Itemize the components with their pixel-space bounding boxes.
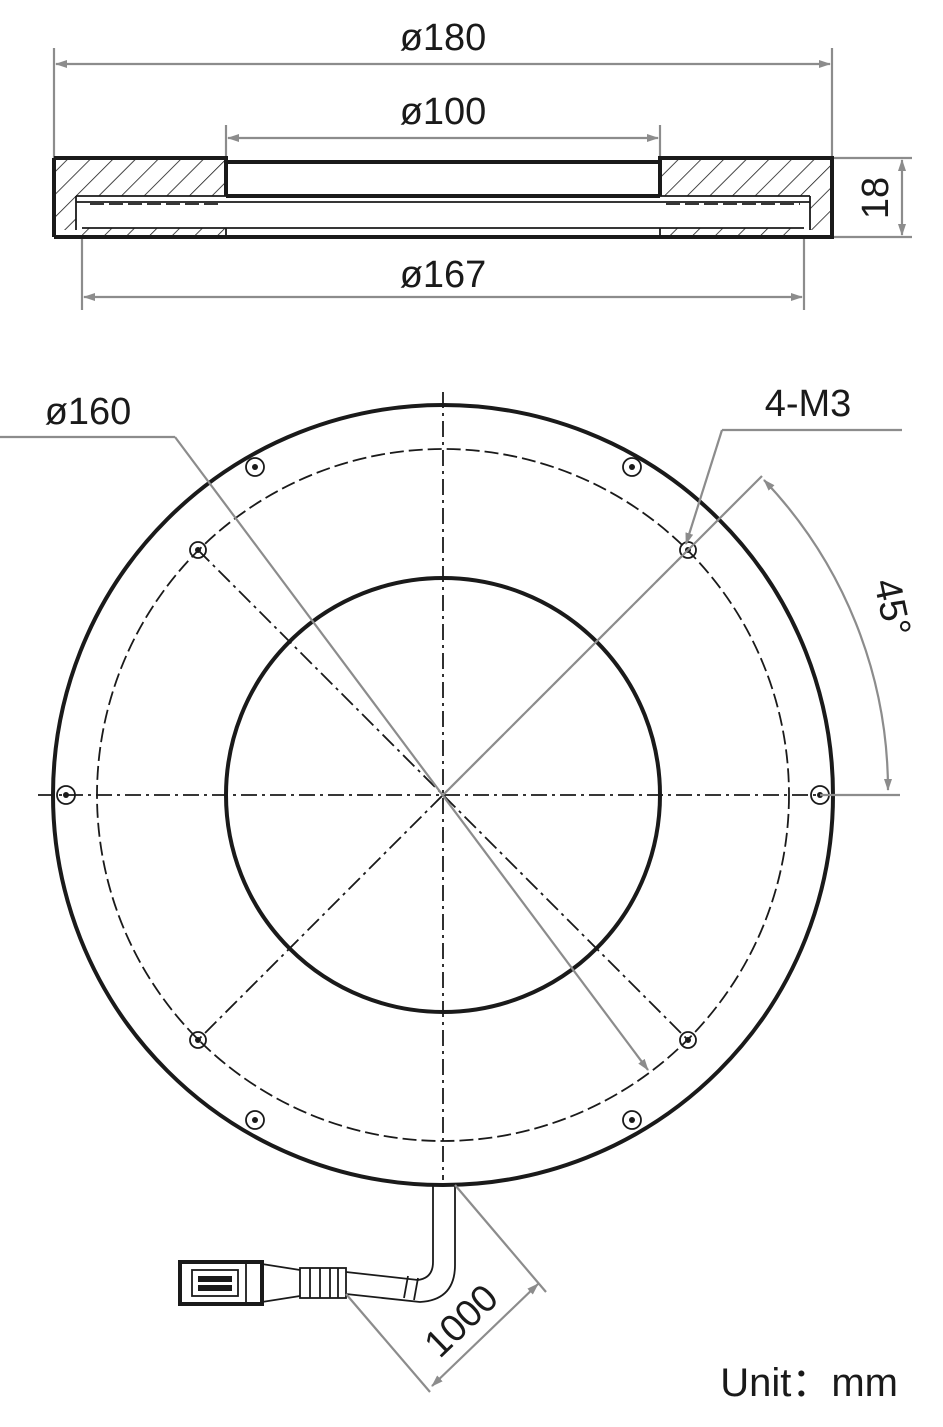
unit-label: Unit：mm [720, 1361, 898, 1405]
dim-line-1000 [431, 1283, 539, 1387]
front-view: ø160 4-M3 45° [0, 383, 918, 1393]
connector-icon [178, 1260, 264, 1306]
screw-icon [189, 1031, 207, 1049]
angle-arc [763, 479, 892, 791]
angle-label: 45° [865, 575, 918, 640]
screw-icon [189, 541, 207, 559]
cable [261, 1185, 456, 1304]
screw-icon [622, 457, 642, 477]
screw-holes [56, 457, 830, 1130]
hole-spec-label: 4-M3 [765, 383, 852, 425]
dim-label-167: ø167 [400, 254, 487, 296]
dim-label-180: ø180 [400, 17, 487, 59]
dim-label-18: 18 [855, 177, 897, 219]
side-view: ø180 ø100 ø167 18 [52, 17, 912, 310]
screw-icon [56, 785, 76, 805]
dim-label-1000: 1000 [417, 1277, 507, 1366]
dim-label-160: ø160 [45, 391, 132, 433]
screw-icon [245, 457, 265, 477]
leader-m3 [684, 429, 724, 545]
screw-icon [245, 1110, 265, 1130]
screw-icon [679, 1031, 697, 1049]
screw-icon [622, 1110, 642, 1130]
dim-label-100: ø100 [400, 91, 487, 133]
dim-line-160 [174, 436, 649, 1071]
